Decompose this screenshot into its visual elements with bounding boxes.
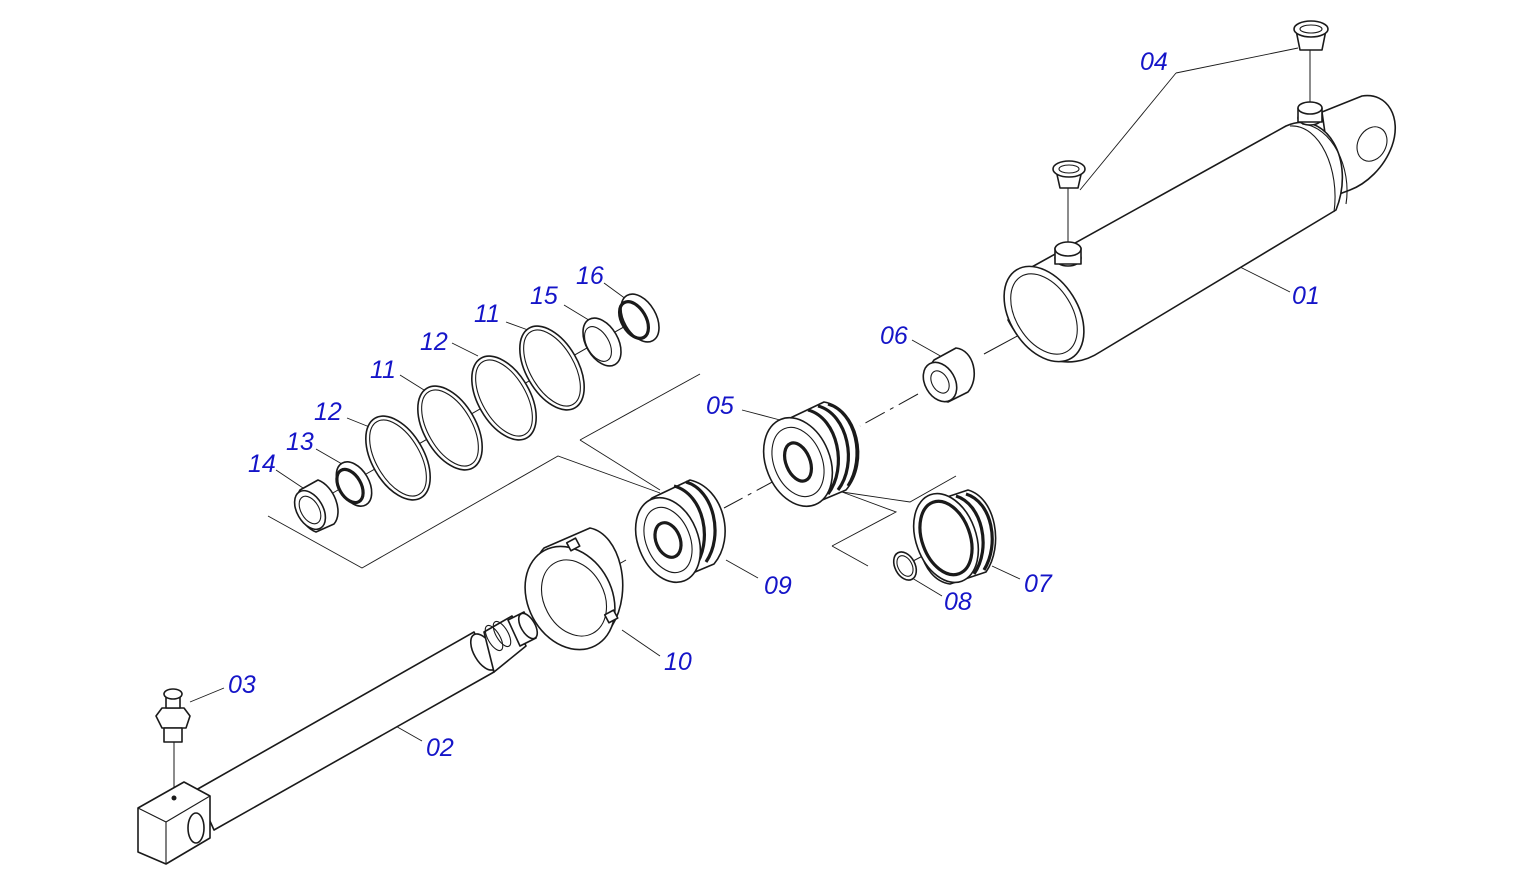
callout-labels: 04 01 06 05 16 15 11 12 11 12 13 14 07 0… <box>228 48 1320 762</box>
callout-11-lower: 11 <box>370 356 396 384</box>
callout-06: 06 <box>880 322 908 350</box>
callout-04: 04 <box>1140 48 1168 76</box>
callout-07: 07 <box>1024 570 1053 598</box>
part-14-guide-ring <box>293 479 339 533</box>
part-12-backup-ring-outer <box>471 355 537 441</box>
leader-lines <box>189 47 1299 742</box>
callout-09: 09 <box>764 572 792 600</box>
callout-05: 05 <box>706 392 734 420</box>
callout-10: 10 <box>664 648 692 676</box>
part-09-rod-guide <box>634 479 726 584</box>
callout-16: 16 <box>576 262 604 290</box>
assembly-axis <box>173 48 1311 796</box>
part-07-gland-nut <box>912 489 997 585</box>
part-05-piston <box>762 401 860 508</box>
part-04-port-plugs <box>1052 20 1329 189</box>
part-15-bushing <box>582 317 622 367</box>
callout-03: 03 <box>228 671 256 699</box>
callout-12-lower: 12 <box>314 398 342 426</box>
part-12-backup-ring-inner <box>365 415 431 501</box>
callout-02: 02 <box>426 734 454 762</box>
part-16-wiper <box>617 293 660 343</box>
callout-13: 13 <box>286 428 314 456</box>
part-02-piston-rod <box>137 611 539 865</box>
part-03-grease-nipple <box>155 688 191 743</box>
callout-08: 08 <box>944 588 972 616</box>
callout-01: 01 <box>1292 282 1320 310</box>
callout-14: 14 <box>248 450 276 478</box>
part-11-o-ring-outer <box>519 325 585 411</box>
callout-11-upper: 11 <box>474 300 500 328</box>
part-11-o-ring-inner <box>417 385 483 471</box>
part-08-o-ring <box>892 551 918 581</box>
callout-15: 15 <box>530 282 558 310</box>
part-06-lock-nut <box>922 347 976 403</box>
part-01-cylinder-barrel <box>1003 94 1397 363</box>
callout-12-upper: 12 <box>420 328 448 356</box>
part-13-rod-seal <box>335 461 373 507</box>
part-10-slotted-ring <box>524 527 624 651</box>
